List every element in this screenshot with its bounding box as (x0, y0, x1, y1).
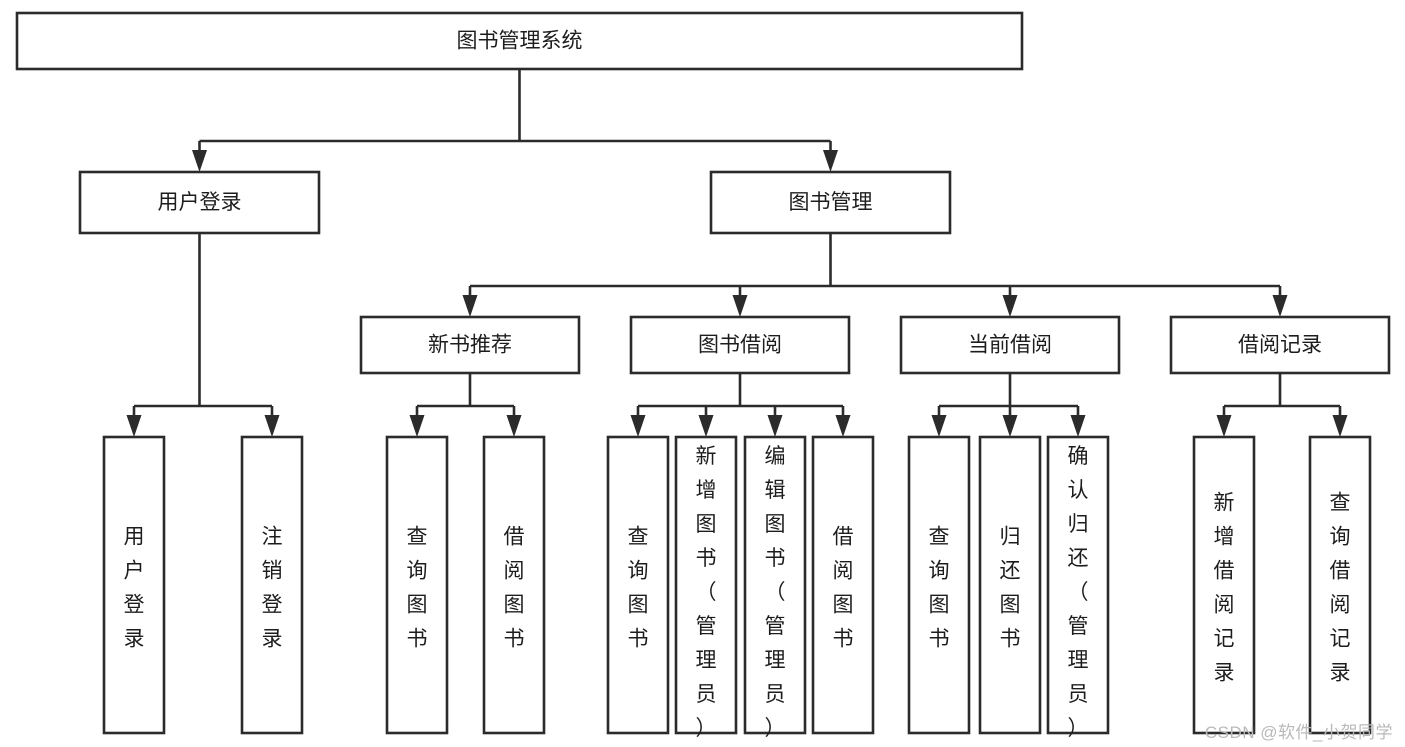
node-label: 用户登录 (158, 191, 242, 214)
node-borrow-record[interactable]: 借阅记录 (1169, 315, 1391, 375)
node-leaf-return-book[interactable]: 归还图书 (978, 435, 1042, 735)
node-box (709, 170, 952, 235)
node-new-book-rec[interactable]: 新书推荐 (359, 315, 581, 375)
connector-arrowhead (126, 415, 142, 437)
node-box (743, 435, 807, 735)
node-label: 借阅记录 (1238, 334, 1322, 357)
connector-arrowhead (835, 415, 851, 437)
node-leaf-query-book-2[interactable]: 查询图书 (606, 435, 670, 735)
node-box (482, 435, 546, 735)
node-label: 图书管理系统 (457, 30, 583, 53)
node-label: 查询图书 (407, 526, 428, 651)
node-leaf-borrow-book-1[interactable]: 借阅图书 (482, 435, 546, 735)
node-current-borrow[interactable]: 当前借阅 (899, 315, 1121, 375)
node-label: 查询借阅记录 (1330, 492, 1351, 685)
node-label: 新增图书（管理员） (696, 445, 717, 740)
node-root[interactable]: 图书管理系统 (15, 11, 1024, 71)
node-box (899, 315, 1121, 375)
connector-arrowhead (409, 415, 425, 437)
node-label: 确认归还（管理员） (1068, 445, 1089, 740)
node-leaf-query-book-1[interactable]: 查询图书 (385, 435, 449, 735)
node-leaf-borrow-book-2[interactable]: 借阅图书 (811, 435, 875, 735)
connector-arrowhead (630, 415, 646, 437)
node-leaf-logout[interactable]: 注销登录 (240, 435, 304, 735)
connector-arrowhead (506, 415, 522, 437)
connector-arrowhead (1002, 415, 1018, 437)
node-leaf-query-book-3[interactable]: 查询图书 (907, 435, 971, 735)
node-leaf-user-login[interactable]: 用户登录 (102, 435, 166, 735)
connector-layer (126, 69, 1348, 437)
node-leaf-add-record[interactable]: 新增借阅记录 (1192, 435, 1256, 735)
connector-arrowhead (767, 415, 783, 437)
connector-arrowhead (1216, 415, 1232, 437)
node-leaf-confirm-return[interactable]: 确认归还（管理员） (1046, 435, 1110, 740)
node-label: 查询图书 (628, 526, 649, 651)
node-label: 当前借阅 (968, 334, 1052, 357)
node-label: 图书管理 (789, 191, 873, 214)
node-box (1192, 435, 1256, 735)
connector-arrowhead (1272, 295, 1288, 317)
node-box (1046, 435, 1110, 735)
connector-arrowhead (1002, 295, 1018, 317)
node-leaf-edit-book[interactable]: 编辑图书（管理员） (743, 435, 807, 740)
node-label: 编辑图书（管理员） (765, 445, 786, 740)
node-label: 查询图书 (929, 526, 950, 651)
node-book-manage[interactable]: 图书管理 (709, 170, 952, 235)
node-label: 新书推荐 (428, 334, 512, 357)
node-user-login[interactable]: 用户登录 (78, 170, 321, 235)
node-label: 借阅图书 (504, 526, 525, 651)
node-box (385, 435, 449, 735)
node-box (907, 435, 971, 735)
connector-arrowhead (931, 415, 947, 437)
connector-arrowhead (823, 150, 838, 172)
node-box (15, 11, 1024, 71)
node-label: 归还图书 (1000, 526, 1021, 651)
node-box (1308, 435, 1372, 735)
node-box (674, 435, 738, 735)
connector-arrowhead (462, 295, 478, 317)
connector-arrowhead (698, 415, 714, 437)
node-leaf-query-record[interactable]: 查询借阅记录 (1308, 435, 1372, 735)
node-box (1169, 315, 1391, 375)
node-box (978, 435, 1042, 735)
node-label: 新增借阅记录 (1214, 492, 1235, 685)
connector-arrowhead (264, 415, 280, 437)
node-box (240, 435, 304, 735)
node-label: 注销登录 (262, 526, 283, 651)
node-box (606, 435, 670, 735)
node-label: 图书借阅 (698, 334, 782, 357)
node-box (629, 315, 851, 375)
connector-arrowhead (1070, 415, 1086, 437)
node-leaf-add-book[interactable]: 新增图书（管理员） (674, 435, 738, 740)
connector-arrowhead (1332, 415, 1348, 437)
connector-arrowhead (732, 295, 748, 317)
connector-arrowhead (192, 150, 207, 172)
node-box (78, 170, 321, 235)
node-label: 借阅图书 (833, 526, 854, 651)
node-label: 用户登录 (124, 526, 145, 651)
node-layer: 图书管理系统用户登录图书管理新书推荐图书借阅当前借阅借阅记录用户登录注销登录查询… (15, 11, 1391, 740)
node-book-borrow[interactable]: 图书借阅 (629, 315, 851, 375)
node-box (102, 435, 166, 735)
node-box (359, 315, 581, 375)
node-box (811, 435, 875, 735)
